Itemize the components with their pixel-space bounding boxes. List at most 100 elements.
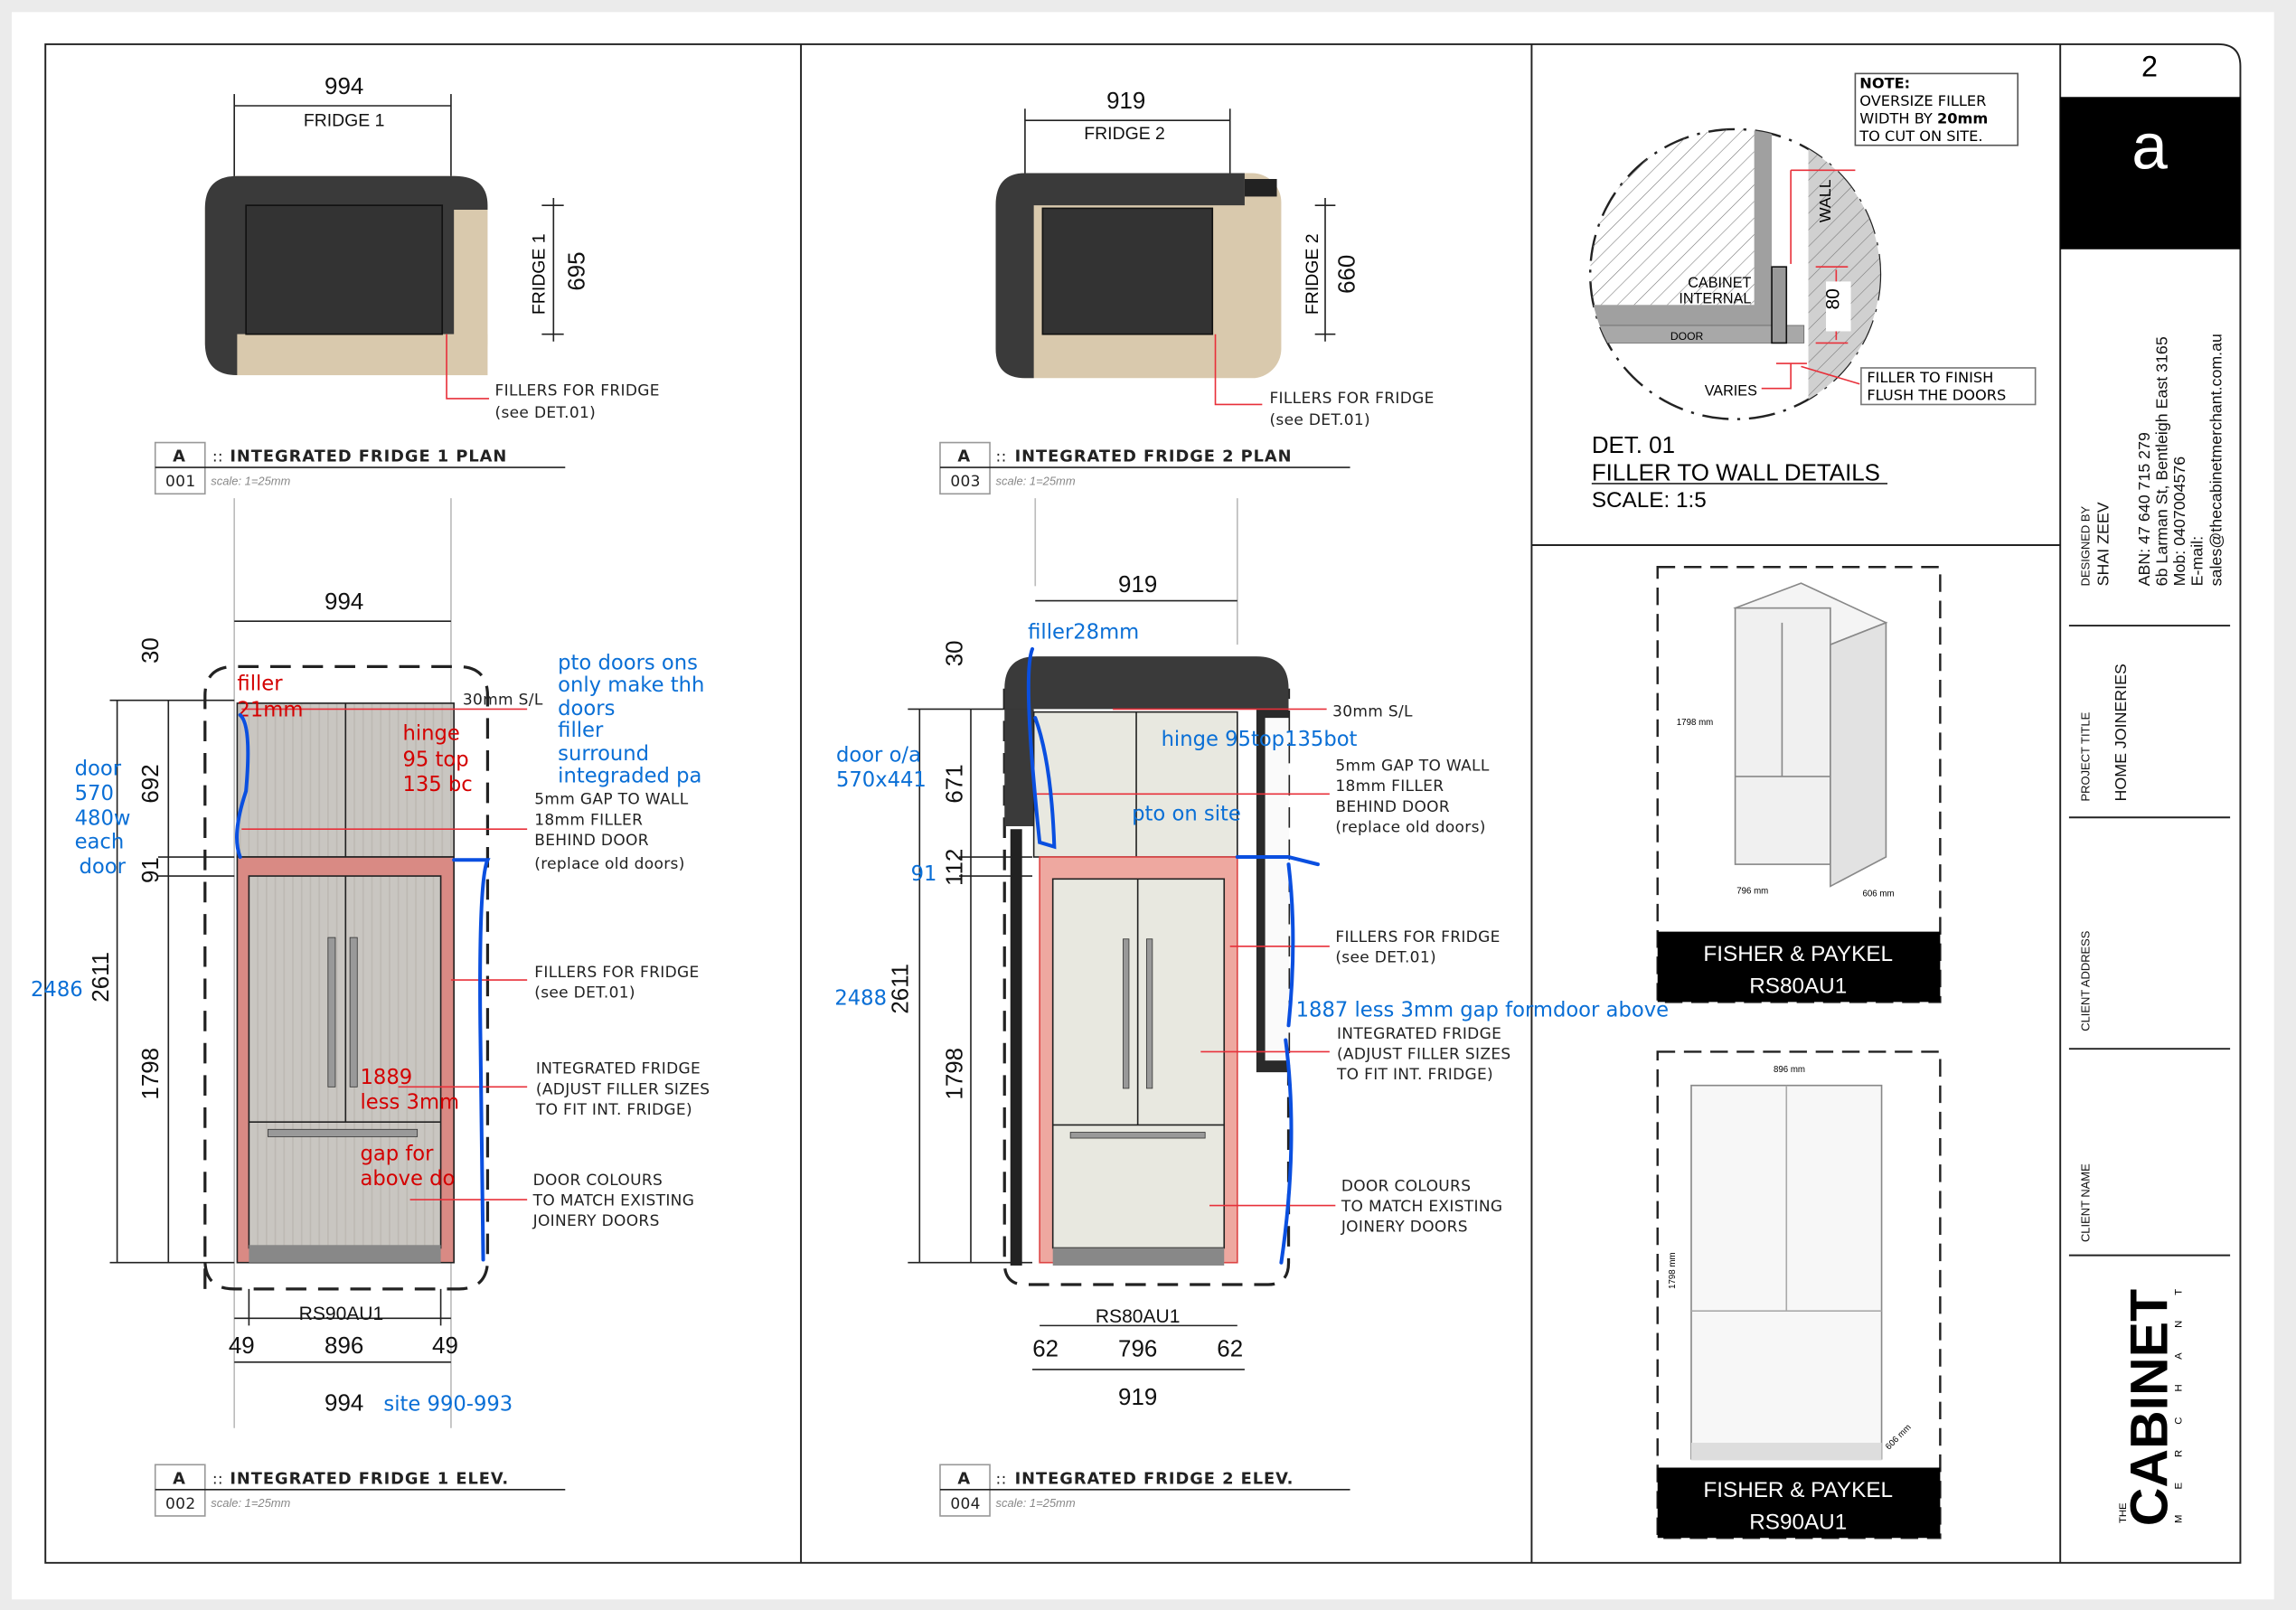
elev1-red-notes-filler-0-text: filler <box>237 672 283 695</box>
detail-labels-cabinet-text: CABINET <box>1688 275 1751 291</box>
plan1-label: FRIDGE 1 <box>304 111 385 131</box>
elev1-bottom-left-text: 49 <box>229 1333 255 1359</box>
elev2-bottom-right-text: 62 <box>1217 1336 1243 1361</box>
fridge-1-plan <box>245 204 444 335</box>
elev2-blue-notes-height-text: 1887 less 3mm gap formdoor above <box>1296 999 1669 1022</box>
elev2-top-width-text: 919 <box>1118 572 1157 598</box>
detail-labels-door-text: DOOR <box>1670 330 1704 343</box>
elev2-notes-colours-0-text: DOOR COLOURS <box>1341 1177 1472 1195</box>
svg-text:::: :: <box>996 448 1007 466</box>
revision-letter: a <box>2131 111 2168 184</box>
bulkhead <box>1004 656 1289 710</box>
svg-text:::: :: <box>212 448 223 466</box>
elev1-blue-notes-pto-2-text: doors <box>558 697 615 720</box>
elev1-dims-d692-text: 692 <box>138 764 164 803</box>
product-rs90au1: 896 mm 1798 mm 606 mm FISHER & PAYKEL RS… <box>1656 1050 1942 1539</box>
elev2-title-number-text: 004 <box>950 1495 980 1513</box>
client-address-label: CLIENT ADDRESS <box>2079 930 2093 1031</box>
elev2-notes-integrated-1-text: (ADJUST FILLER SIZES <box>1337 1046 1511 1064</box>
elev1-notes-fillers-1-text: (see DET.01) <box>534 984 635 1003</box>
elev2-dims-d112-text: 112 <box>942 849 967 886</box>
elev1-blue-notes-door-3-text: each <box>75 830 125 853</box>
revision-box <box>2060 97 2241 250</box>
elev1-notes-colours-1-text: TO MATCH EXISTING <box>532 1192 695 1210</box>
elev2-notes-colours-1-text: TO MATCH EXISTING <box>1341 1198 1503 1216</box>
blue-markup-2: filler28mm hinge 95top135bot pto on site… <box>834 621 1669 1265</box>
products-1-model-text: RS90AU1 <box>1749 1511 1847 1535</box>
elev2-notes-sl-text: 30mm S/L <box>1332 702 1413 720</box>
email: sales@thecabinetmerchant.com.au <box>2207 334 2225 586</box>
elev2-dims-d671-text: 671 <box>942 764 967 803</box>
plan2-scale: scale: 1=25mm <box>996 475 1076 488</box>
plan2-note-line: FILLERS FOR FRIDGE <box>1269 390 1434 408</box>
elev1-bottom-mid-text: 896 <box>325 1333 363 1359</box>
elev2-blue-notes-d91-text: 91 <box>911 862 937 886</box>
plan2-title: A:: INTEGRATED FRIDGE 2 PLAN 003 scale: … <box>939 441 1350 495</box>
elev1-blue-notes-site-text: site 990-993 <box>383 1392 513 1416</box>
elev1-red-notes-hinge-0-text: hinge <box>402 721 459 745</box>
elev2-bottom-left-text: 62 <box>1032 1336 1059 1361</box>
detail-note-lines-2-text: 20mm <box>1937 109 1988 127</box>
elev1-red-notes-hinge-2-text: 135 bc <box>402 773 472 796</box>
plan2-title-letter-text: A <box>957 447 971 466</box>
plan2-title-number: 003 <box>950 473 980 491</box>
elev2-notes-gap-0-text: 5mm GAP TO WALL <box>1335 757 1489 775</box>
sheet-frame <box>44 42 2242 1564</box>
elev2-notes-integrated-0-text: INTEGRATED FRIDGE <box>1337 1025 1501 1043</box>
plan1-scale: scale: 1=25mm <box>211 475 290 488</box>
elev2-dims-d2611-text: 2611 <box>888 964 913 1014</box>
elev2-notes-gap-2-text: BEHIND DOOR <box>1335 798 1450 816</box>
elev1-bottom-right-text: 49 <box>432 1333 458 1359</box>
elev2-blue-notes-total-text: 2488 <box>834 987 887 1011</box>
elev2-notes-fillers-0-text: FILLERS FOR FRIDGE <box>1335 928 1500 946</box>
plan1-note-line: FILLERS FOR FRIDGE <box>495 382 660 400</box>
elev1-dims-d2611-text: 2611 <box>89 952 114 1003</box>
plan1-title-name: INTEGRATED FRIDGE 1 PLAN <box>230 447 507 466</box>
detail-finish-note-0-text: FILLER TO FINISH <box>1867 369 1993 386</box>
plan-fridge-2: 919 FRIDGE 2 FRIDGE 2 660 FILLERS FOR FR… <box>939 89 1434 495</box>
svg-text:::: :: <box>996 1470 1007 1488</box>
plan1-note-line: (see DET.01) <box>495 404 597 422</box>
detail-note-heading-text: NOTE: <box>1859 75 1910 92</box>
products-0-dims-2-text: 606 mm <box>1863 890 1895 899</box>
elev2-title-name-text: INTEGRATED FRIDGE 2 ELEV. <box>1015 1469 1294 1488</box>
elev2-title-scale-text: scale: 1=25mm <box>996 1496 1076 1510</box>
elev1-red-notes-height-1-text: less 3mm <box>360 1091 459 1115</box>
plan2-note-line: (see DET.01) <box>1269 411 1370 429</box>
elev1-red-notes-height-0-text: 1889 <box>360 1066 412 1089</box>
email-label: E-mail: <box>2188 536 2206 586</box>
elev1-blue-notes-pto-4-text: surround <box>558 742 649 766</box>
elev1-blue-notes-pto-1-text: only make thh <box>558 673 704 697</box>
plan2-depth-dim: 660 <box>1334 255 1360 294</box>
project-title-label: PROJECT TITLE <box>2079 711 2093 801</box>
elev2-blue-notes-hinge-text: hinge 95top135bot <box>1162 728 1358 751</box>
elev1-blue-notes-door-0-text: door <box>75 757 122 780</box>
elev2-dims-d30-text: 30 <box>942 640 967 666</box>
elev1-title-number-text: 002 <box>165 1495 195 1513</box>
elev1-blue-notes-door-2-text: 480w <box>75 806 131 830</box>
detail-subtitle-text: FILLER TO WALL DETAILS <box>1592 461 1880 486</box>
products-0-model-text: RS80AU1 <box>1749 974 1847 999</box>
elev1-red-notes-height-3-text: above do <box>360 1167 455 1191</box>
elev1-dims-d1798-text: 1798 <box>138 1048 164 1100</box>
elev1-blue-notes-total-text: 2486 <box>31 978 83 1002</box>
detail-labels-dim-text: 80 <box>1823 288 1844 309</box>
elev2-blue-notes-door-0-text: door o/a <box>836 744 921 767</box>
elev1-top-width: 994 <box>325 589 363 615</box>
elev1-title-name-text: INTEGRATED FRIDGE 1 ELEV. <box>230 1469 509 1488</box>
elev1-red-notes-hinge-1-text: 95 top <box>402 749 468 772</box>
products-1-dims-0-text: 896 mm <box>1774 1065 1805 1075</box>
svg-text:::: :: <box>212 1470 223 1488</box>
elev1-red-notes-height-2-text: gap for <box>360 1142 434 1165</box>
elev2-title-letter-text: A <box>957 1469 971 1488</box>
plan1-width-dim: 994 <box>325 74 363 99</box>
products-1-dims-1-text: 1798 mm <box>1668 1252 1678 1288</box>
plan2-width-dim: 919 <box>1106 89 1145 114</box>
title-block: 2 a DESIGNED BY SHAI ZEEV ABN: 47 640 71… <box>2060 51 2241 1526</box>
elev2-blue-notes-door-1-text: 570x441 <box>836 768 927 792</box>
plan1-depth-label: FRIDGE 1 <box>530 233 550 315</box>
